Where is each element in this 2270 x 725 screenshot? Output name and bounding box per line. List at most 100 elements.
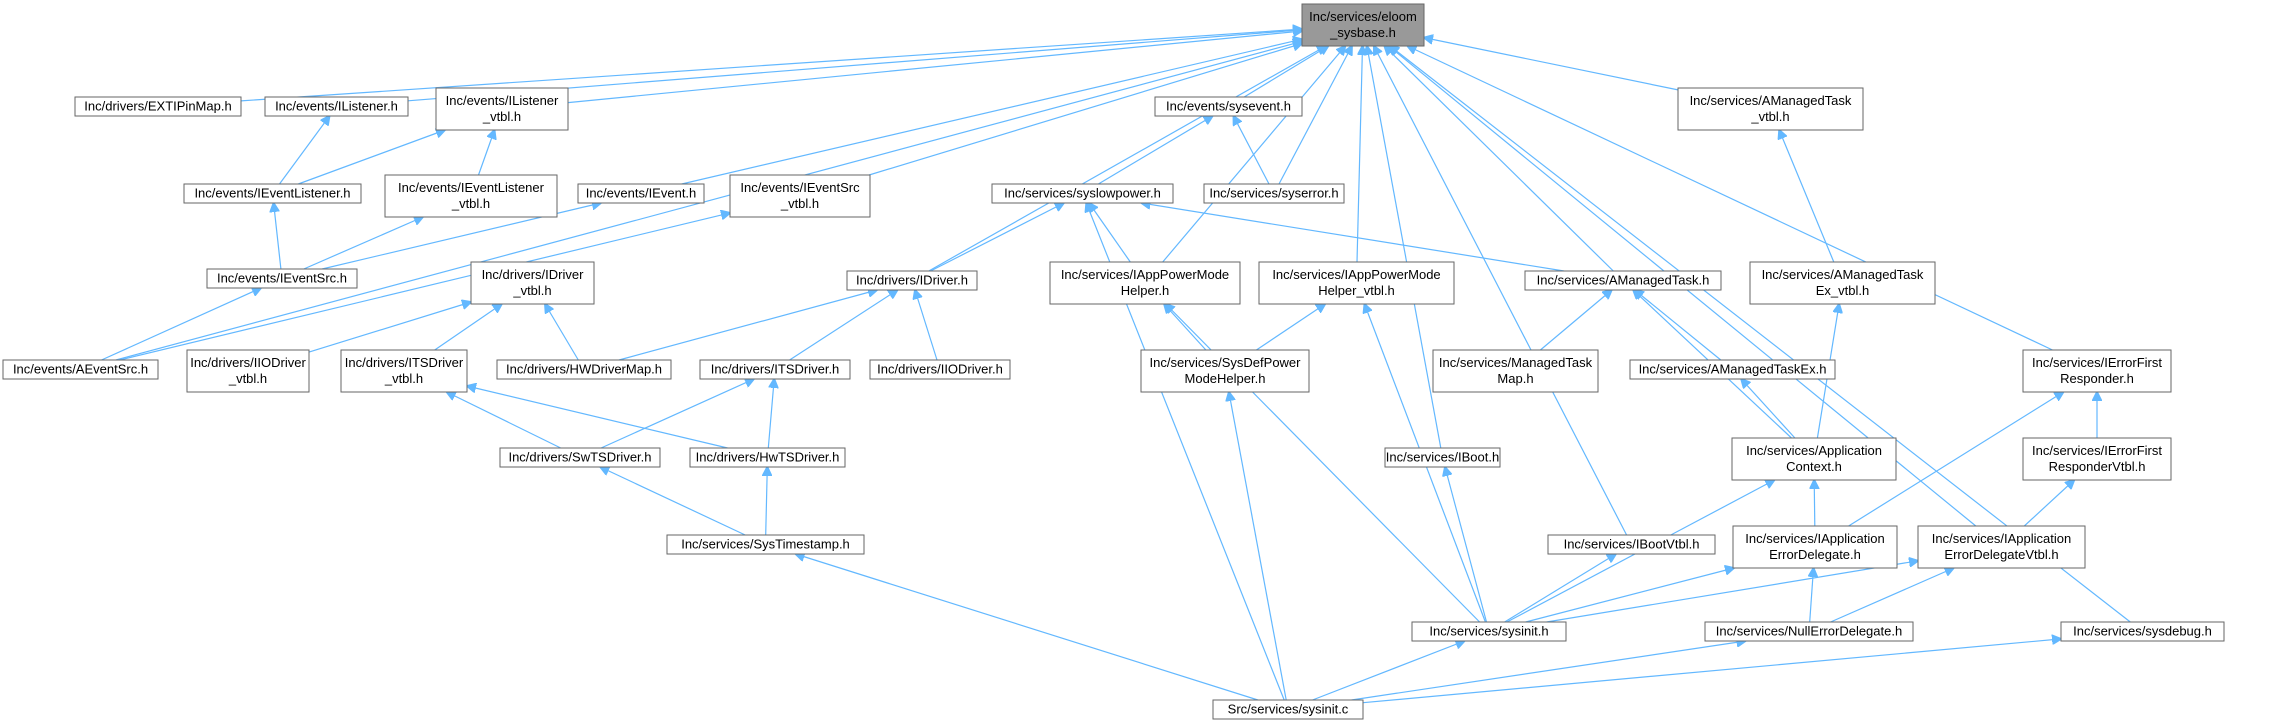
edge-systimestamp-to-hwtsdriver	[766, 467, 768, 536]
node-label: Inc/drivers/IIODriver.h	[877, 362, 1003, 377]
node-label: Helper_vtbl.h	[1318, 283, 1395, 298]
node-syserror[interactable]: Inc/services/syserror.h	[1203, 183, 1345, 204]
edge-aeventsrc-to-ieventsrc	[101, 288, 262, 361]
node-hwtsdriver[interactable]: Inc/drivers/HwTSDriver.h	[689, 447, 846, 468]
edge-iapplicationerrordelegate-to-applicationcontext	[1814, 480, 1815, 527]
node-box	[384, 174, 558, 218]
node-sysbase[interactable]: Inc/services/eloom_sysbase.h	[1301, 3, 1425, 47]
node-amanagedtaskex[interactable]: Inc/services/AManagedTaskEx.h	[1629, 359, 1836, 380]
edge-iiodriver-to-idriver	[915, 290, 938, 361]
node-box	[1384, 447, 1501, 468]
node-iboot[interactable]: Inc/services/IBoot.h	[1384, 447, 1501, 468]
node-label: Inc/services/IAppPowerMode	[1061, 267, 1229, 282]
node-amanagedtask[interactable]: Inc/services/AManagedTask.h	[1524, 270, 1722, 291]
node-box	[729, 174, 871, 218]
node-label: ModeHelper.h	[1185, 371, 1266, 386]
node-box	[1154, 96, 1303, 117]
edge-aeventsrc-to-sysbase	[115, 41, 1302, 361]
edge-ieventsrc-to-ieventlistener_vtbl	[303, 217, 423, 270]
node-sysevent[interactable]: Inc/events/sysevent.h	[1154, 96, 1303, 117]
node-ilistener[interactable]: Inc/events/IListener.h	[264, 96, 409, 117]
node-idriver_vtbl[interactable]: Inc/drivers/IDriver_vtbl.h	[470, 261, 595, 305]
node-box	[699, 359, 851, 380]
edge-iapplicationerrordelegatevtbl-to-ierrorfirstrespondervtbl	[2023, 480, 2074, 527]
edge-hwtsdriver-to-itsdriver	[767, 379, 774, 449]
node-ieventsrc[interactable]: Inc/events/IEventSrc.h	[206, 268, 358, 289]
node-aeventsrc[interactable]: Inc/events/AEventSrc.h	[2, 359, 159, 380]
edge-managedtaskmap-to-amanagedtask	[1540, 290, 1611, 351]
node-label: Inc/services/ManagedTask	[1439, 355, 1593, 370]
node-label: Inc/services/IErrorFirst	[2032, 443, 2162, 458]
edge-aeventsrc-to-ieventsrc_vtbl	[119, 213, 730, 361]
node-box	[1917, 525, 2086, 569]
node-idriver[interactable]: Inc/drivers/IDriver.h	[846, 270, 978, 291]
edge-amanagedtaskex_vtbl-to-amanagedtask_vtbl	[1779, 130, 1835, 263]
node-swtsdriver[interactable]: Inc/drivers/SwTSDriver.h	[499, 447, 661, 468]
node-itsdriver[interactable]: Inc/drivers/ITSDriver.h	[699, 359, 851, 380]
edge-iapppowermodehelper-to-syslowpower	[1089, 203, 1131, 263]
node-box	[470, 261, 595, 305]
edge-ieventlistener_vtbl-to-ilistener_vtbl	[477, 130, 495, 176]
node-extipinmap[interactable]: Inc/drivers/EXTIPinMap.h	[74, 96, 242, 117]
node-syslowpower[interactable]: Inc/services/syslowpower.h	[991, 183, 1174, 204]
edge-swtsdriver-to-itsdriver	[600, 379, 754, 449]
edge-swtsdriver-to-itsdriver_vtbl	[447, 392, 561, 449]
node-nullerrordelegate[interactable]: Inc/services/NullErrorDelegate.h	[1704, 621, 1914, 642]
node-amanagedtaskex_vtbl[interactable]: Inc/services/AManagedTaskEx_vtbl.h	[1749, 261, 1936, 305]
node-label: Inc/services/SysTimestamp.h	[681, 537, 850, 552]
edge-ievent-to-sysbase	[681, 39, 1302, 185]
node-ibootvtbl[interactable]: Inc/services/IBootVtbl.h	[1547, 534, 1716, 555]
node-box	[1731, 437, 1897, 481]
node-label: Helper.h	[1121, 283, 1169, 298]
node-box	[1629, 359, 1836, 380]
edges-layer	[101, 29, 2131, 704]
node-box	[846, 270, 978, 291]
node-systimestamp[interactable]: Inc/services/SysTimestamp.h	[666, 534, 865, 555]
node-hwdrivermap[interactable]: Inc/drivers/HWDriverMap.h	[496, 359, 672, 380]
edge-ibootvtbl-to-sysbase	[1374, 46, 1628, 536]
edge-itsdriver_vtbl-to-idriver_vtbl	[434, 304, 502, 351]
node-label: Inc/services/AManagedTask.h	[1537, 273, 1710, 288]
node-label: Inc/services/AManagedTask	[1762, 267, 1924, 282]
node-label: Inc/events/IEventListener	[398, 180, 545, 195]
edge-sysinit_h-to-ibootvtbl	[1504, 554, 1616, 623]
node-label: _vtbl.h	[482, 109, 521, 124]
node-label: Inc/drivers/HwTSDriver.h	[696, 450, 840, 465]
node-ieventlistener[interactable]: Inc/events/IEventListener.h	[183, 183, 362, 204]
node-label: _vtbl.h	[780, 196, 819, 211]
node-box	[2022, 437, 2172, 481]
node-box	[1732, 525, 1898, 569]
node-sysinit_h[interactable]: Inc/services/sysinit.h	[1411, 621, 1567, 642]
node-iiodriver[interactable]: Inc/drivers/IIODriver.h	[869, 359, 1011, 380]
node-label: Inc/drivers/IIODriver	[190, 355, 306, 370]
node-amanagedtask_vtbl[interactable]: Inc/services/AManagedTask_vtbl.h	[1677, 87, 1864, 131]
node-iiodriver_vtbl[interactable]: Inc/drivers/IIODriver_vtbl.h	[186, 349, 310, 393]
node-label: Inc/events/IEventListener.h	[194, 186, 350, 201]
node-sysdebug[interactable]: Inc/services/sysdebug.h	[2060, 621, 2225, 642]
edge-syserror-to-sysbase	[1278, 46, 1352, 185]
node-box	[1049, 261, 1241, 305]
node-box	[1212, 699, 1364, 720]
edge-ieventsrc-to-ieventlistener	[274, 203, 282, 270]
node-ieventlistener_vtbl[interactable]: Inc/events/IEventListener_vtbl.h	[384, 174, 558, 218]
node-label: ErrorDelegate.h	[1769, 547, 1861, 562]
node-ieventsrc_vtbl[interactable]: Inc/events/IEventSrc_vtbl.h	[729, 174, 871, 218]
node-ilistener_vtbl[interactable]: Inc/events/IListener_vtbl.h	[435, 87, 569, 131]
node-box	[499, 447, 661, 468]
node-ievent[interactable]: Inc/events/IEvent.h	[577, 183, 705, 204]
node-box	[496, 359, 672, 380]
node-iapplicationerrordelegatevtbl[interactable]: Inc/services/IApplicationErrorDelegateVt…	[1917, 525, 2086, 569]
node-sysinit_c[interactable]: Src/services/sysinit.c	[1212, 699, 1364, 720]
node-itsdriver_vtbl[interactable]: Inc/drivers/ITSDriver_vtbl.h	[340, 349, 468, 393]
edge-amanagedtask_vtbl-to-sysbase	[1424, 38, 1679, 91]
edge-ieventlistener-to-ilistener_vtbl	[298, 130, 445, 185]
edge-ierrorfirstresponder-to-sysbase	[1408, 46, 2053, 351]
